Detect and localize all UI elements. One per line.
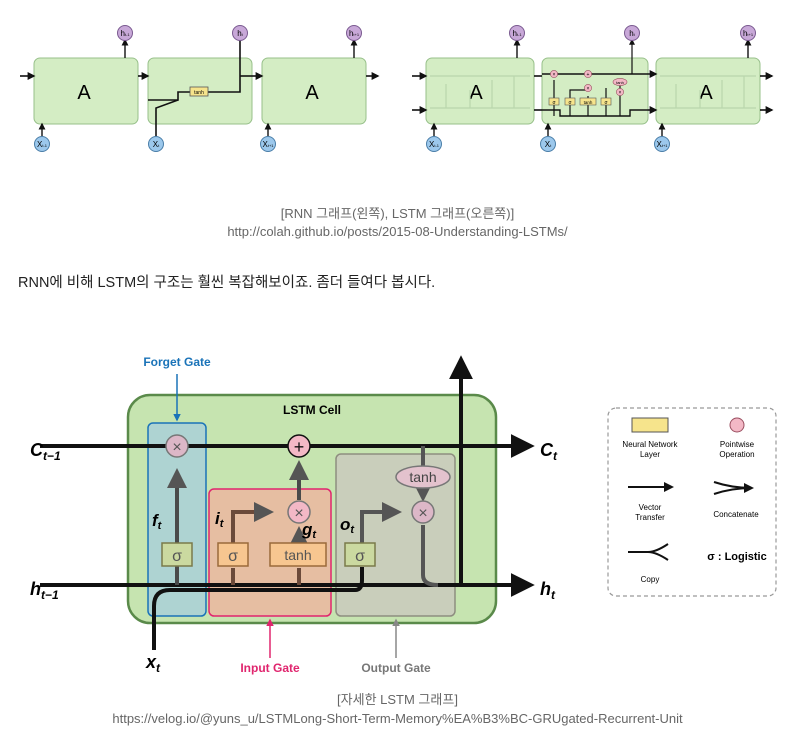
- rnn-diagram: A A tanh ht-1 ht ht+1 Xt-1 Xt Xt+1: [20, 25, 380, 152]
- svg-text:Xt+1: Xt+1: [656, 140, 668, 149]
- output-sigmoid-layer: [344, 542, 376, 567]
- svg-text:Copy: Copy: [641, 575, 660, 584]
- svg-text:ht+1: ht+1: [743, 29, 754, 38]
- figure-caption-bottom-url: https://velog.io/@yuns_u/LSTMLong-Short-…: [112, 711, 683, 726]
- legend: Neural Network Layer Pointwise Operation…: [607, 407, 777, 597]
- rnn-block-label-prev: A: [77, 82, 91, 104]
- rnn-block-prev: [33, 57, 139, 125]
- hidden-state-out-label: ht: [540, 579, 556, 602]
- svg-text:σ: σ: [604, 100, 608, 106]
- svg-text:ht: ht: [629, 29, 635, 38]
- cell-add-op: [287, 434, 311, 458]
- svg-text:×: ×: [619, 90, 622, 96]
- figure-caption-bottom: [자세한 LSTM 그래프]: [337, 692, 458, 707]
- svg-text:tanh: tanh: [584, 100, 593, 105]
- svg-text:σ: σ: [228, 548, 238, 565]
- svg-text:Concatenate: Concatenate: [713, 510, 759, 519]
- input-tanh-layer: [269, 542, 327, 567]
- hidden-state-in-label: ht−1: [30, 579, 59, 602]
- forget-gate-label: Forget Gate: [143, 355, 211, 369]
- rnn-block-next: [261, 57, 367, 125]
- cell-state-out-label: Ct: [540, 440, 558, 463]
- legend-box: [607, 407, 777, 597]
- legend-concatenate-icon: [713, 482, 752, 494]
- body-paragraph: RNN에 비해 LSTM의 구조는 훨씬 복잡해보이죠. 좀더 들여다 봅시다.: [18, 275, 436, 291]
- lstm-cell-title: LSTM Cell: [283, 403, 341, 417]
- svg-text:+: +: [587, 72, 590, 78]
- svg-text:ht: ht: [237, 29, 243, 38]
- svg-text:Xt-1: Xt-1: [37, 140, 48, 149]
- input-gate-value-label: it: [215, 509, 225, 530]
- legend-pointwise-swatch: [729, 417, 745, 433]
- svg-text:Neural Network: Neural Network: [622, 440, 678, 449]
- output-gate-label: Output Gate: [361, 661, 431, 675]
- svg-text:ht-1: ht-1: [512, 29, 522, 38]
- input-x-label: xt: [145, 652, 161, 675]
- lstm-block-label-prev: A: [469, 82, 483, 104]
- candidate-value-label: gt: [301, 520, 317, 541]
- svg-text:×: ×: [294, 505, 303, 522]
- svg-text:Transfer: Transfer: [635, 513, 665, 522]
- rnn-block-label-next: A: [305, 82, 319, 104]
- svg-text:Xt+1: Xt+1: [262, 140, 274, 149]
- cell-state-in-label: Ct−1: [30, 440, 61, 463]
- forget-multiply-op: [165, 434, 189, 458]
- svg-text:Layer: Layer: [640, 450, 660, 459]
- input-multiply-op: [287, 500, 311, 524]
- svg-text:Pointwise: Pointwise: [720, 440, 755, 449]
- svg-text:Xt: Xt: [153, 140, 160, 149]
- svg-text:Vector: Vector: [639, 503, 662, 512]
- svg-text:Xt: Xt: [545, 140, 552, 149]
- lstm-cell-diagram: LSTM Cell × + × ×: [30, 355, 558, 675]
- output-gate-value-label: ot: [340, 515, 355, 536]
- lstm-block-label-next: A: [699, 82, 713, 104]
- input-gate-label: Input Gate: [240, 661, 300, 675]
- legend-logistic: σ : Logistic: [707, 551, 766, 563]
- legend-copy-icon: [628, 543, 669, 561]
- lstm-chain-diagram: A A σ σ tanh σ × + × tanh: [412, 25, 774, 152]
- svg-text:×: ×: [587, 86, 590, 92]
- figure-caption-top: [RNN 그래프(왼쪽), LSTM 그래프(오른쪽)]: [280, 206, 515, 221]
- svg-text:+: +: [294, 437, 305, 457]
- svg-text:Operation: Operation: [719, 450, 754, 459]
- svg-text:×: ×: [553, 72, 556, 78]
- output-tanh-op: [395, 465, 451, 489]
- svg-text:ht-1: ht-1: [120, 29, 130, 38]
- svg-text:Xt-1: Xt-1: [429, 140, 440, 149]
- svg-text:tanh: tanh: [616, 80, 624, 85]
- forget-sigmoid-layer: [161, 542, 193, 567]
- svg-text:σ: σ: [355, 548, 365, 565]
- svg-text:σ: σ: [568, 100, 572, 106]
- input-sigmoid-layer: [217, 542, 249, 567]
- forget-gate-value-label: ft: [152, 511, 163, 532]
- figure-caption-top-url: http://colah.github.io/posts/2015-08-Und…: [227, 224, 568, 239]
- legend-nn-layer-swatch: [631, 417, 669, 433]
- svg-text:tanh: tanh: [194, 90, 204, 96]
- svg-text:×: ×: [418, 505, 427, 522]
- svg-text:ht+1: ht+1: [349, 29, 360, 38]
- svg-text:tanh: tanh: [409, 469, 436, 485]
- svg-text:×: ×: [172, 439, 181, 456]
- svg-text:σ: σ: [552, 100, 556, 106]
- svg-text:tanh: tanh: [284, 547, 311, 563]
- output-multiply-op: [411, 500, 435, 524]
- svg-text:σ: σ: [172, 548, 182, 565]
